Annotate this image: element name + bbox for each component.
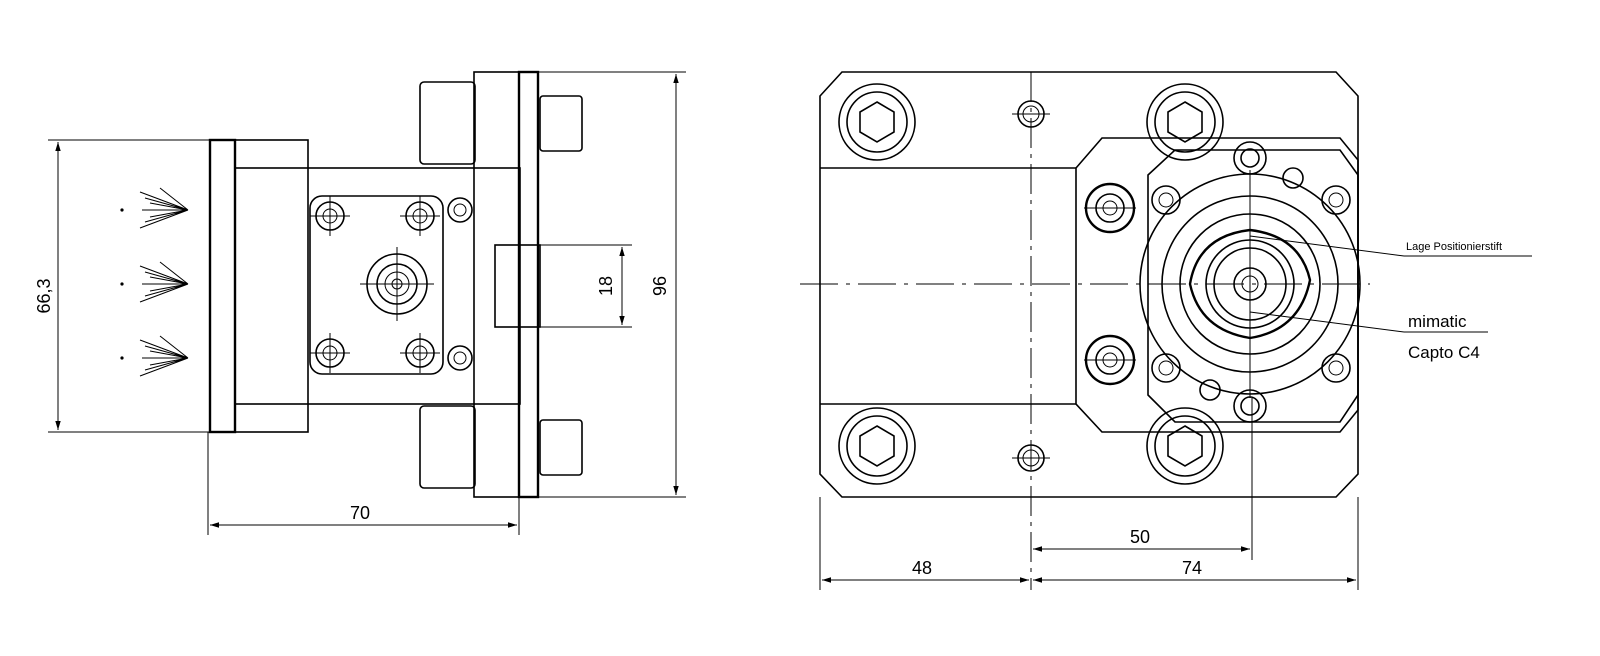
- dim-width-base: 48: [912, 558, 932, 578]
- dim-width-right: 74: [1182, 558, 1202, 578]
- coolant-port: [360, 247, 434, 321]
- dim-slot-width: 18: [596, 276, 616, 296]
- coolant-spray-icon-2: [120, 261, 189, 303]
- cap-screw-left-bottom: [1151, 353, 1181, 383]
- bolt-bottom-left: [838, 407, 916, 485]
- small-fitting-bottom: [447, 345, 473, 371]
- bolt-top-right: [1146, 83, 1224, 161]
- dim-height-left: 66,3: [34, 278, 54, 313]
- dim-width-left: 70: [350, 503, 370, 523]
- screw-hole-tr: [400, 196, 440, 236]
- coolant-spray-icon-1: [120, 187, 189, 229]
- front-view: Lage Positionierstift mimatic Capto C4 5…: [800, 71, 1532, 590]
- dowel-hole-top: [1012, 100, 1050, 128]
- set-screw-lower: [1084, 334, 1136, 386]
- cap-screw-bottom: [1233, 389, 1267, 423]
- set-screw-upper: [1084, 182, 1136, 234]
- pin-hole-upper: [1282, 167, 1304, 189]
- cap-screw-right-bottom: [1321, 353, 1351, 383]
- note-interface: Capto C4: [1408, 343, 1480, 362]
- dim-offset-center: 50: [1130, 527, 1150, 547]
- cap-screw-left-top: [1151, 185, 1181, 215]
- cap-screw-top: [1233, 141, 1267, 175]
- pin-hole-lower: [1199, 379, 1221, 401]
- note-brand: mimatic: [1408, 312, 1467, 331]
- small-fitting-top: [447, 197, 473, 223]
- cap-screw-right-top: [1321, 185, 1351, 215]
- bolt-top-left: [838, 83, 916, 161]
- bolt-bottom-right: [1146, 407, 1224, 485]
- screw-hole-br: [400, 333, 440, 373]
- coolant-spray-icon-3: [120, 335, 189, 377]
- screw-hole-tl: [310, 196, 350, 236]
- dim-total-height: 96: [650, 276, 670, 296]
- note-pin-position: Lage Positionierstift: [1406, 241, 1502, 253]
- screw-hole-bl: [310, 333, 350, 373]
- dowel-hole-bottom: [1012, 444, 1050, 472]
- side-view: 66,3 70 18 96: [34, 70, 686, 535]
